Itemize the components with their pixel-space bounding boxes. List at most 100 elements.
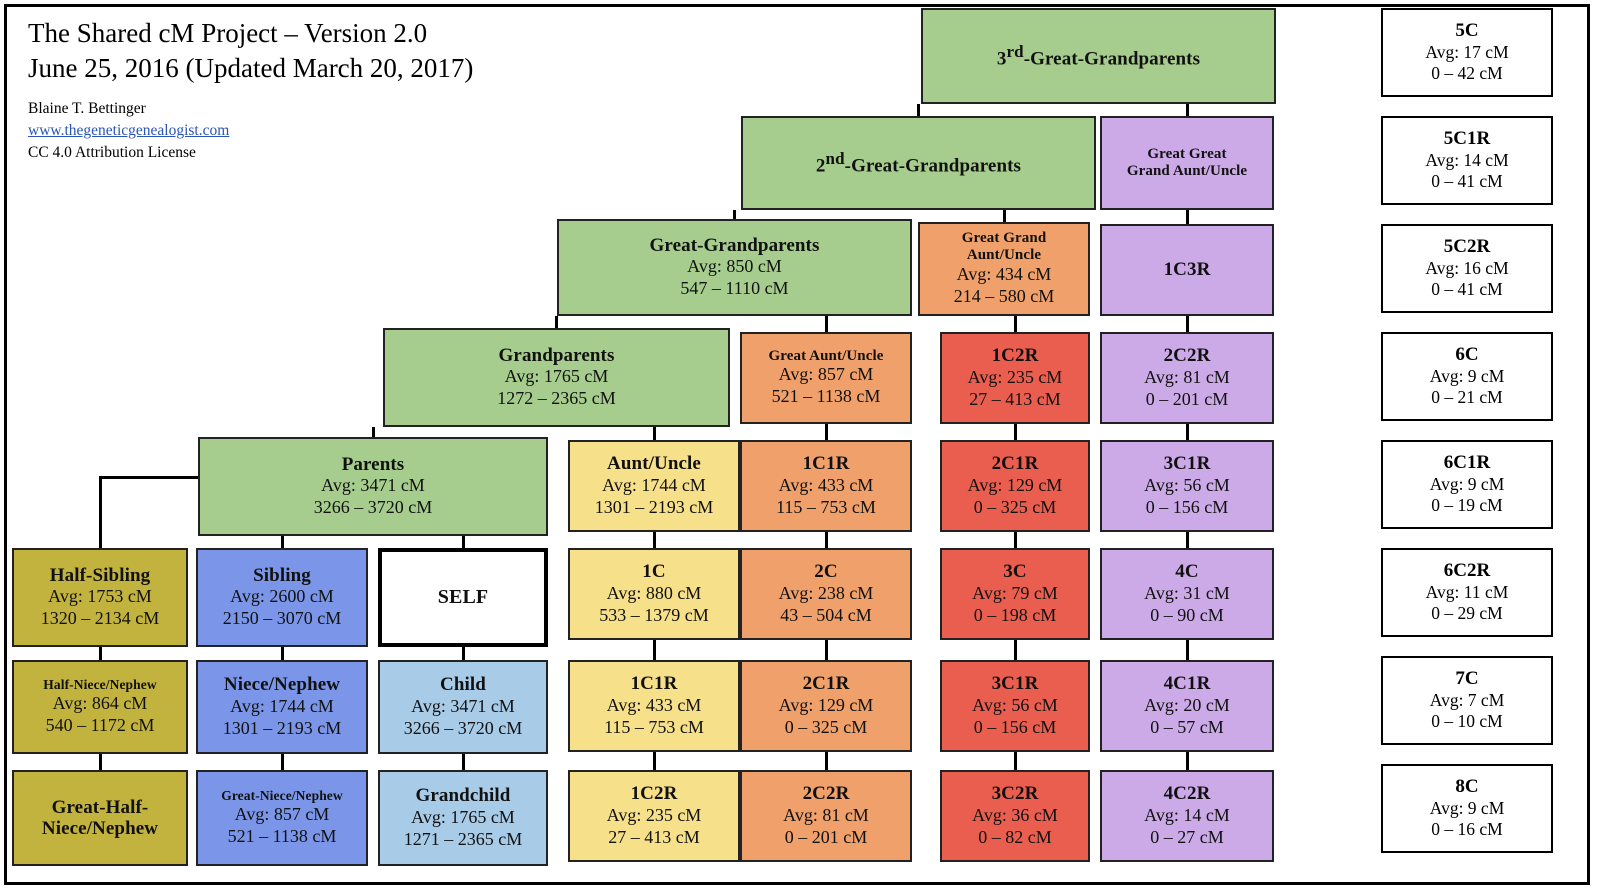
legend-box-6c2r[interactable]: 6C2RAvg: 11 cM0 – 29 cM [1381, 548, 1553, 637]
relationship-label: 2C1R [803, 673, 850, 694]
relationship-box-greathalfniece[interactable]: Great-Half-Niece/Nephew [12, 770, 188, 866]
relationship-box-2c2r_bot[interactable]: 2C2RAvg: 81 cM0 – 201 cM [740, 770, 912, 862]
relationship-label: 2C2R [803, 783, 850, 804]
relationship-box-halfsib[interactable]: Half-SiblingAvg: 1753 cM1320 – 2134 cM [12, 548, 188, 647]
relationship-box-1c[interactable]: 1CAvg: 880 cM533 – 1379 cM [568, 548, 740, 640]
relationship-box-niece[interactable]: Niece/NephewAvg: 1744 cM1301 – 2193 cM [196, 660, 368, 754]
relationship-range: 0 – 156 cM [974, 717, 1057, 739]
relationship-average: Avg: 857 cM [235, 804, 330, 826]
relationship-label: Half-Sibling [50, 565, 150, 586]
legend-box-6c[interactable]: 6CAvg: 9 cM0 – 21 cM [1381, 332, 1553, 421]
connector-3c-to-3c1r_bot [1014, 640, 1017, 660]
relationship-box-ggau2[interactable]: Great GreatGrand Aunt/Uncle [1100, 116, 1274, 210]
relationship-range: 521 – 1138 cM [772, 386, 881, 408]
relationship-box-ggau[interactable]: Great GrandAunt/UncleAvg: 434 cM214 – 58… [918, 222, 1090, 316]
relationship-label: 3C1R [992, 673, 1039, 694]
legend-range: 0 – 29 cM [1431, 603, 1502, 625]
relationship-box-ggg3[interactable]: 3rd-Great-Grandparents [921, 8, 1276, 104]
legend-label: 6C1R [1444, 452, 1490, 474]
legend-range: 0 – 19 cM [1431, 495, 1502, 517]
legend-range: 0 – 10 cM [1431, 711, 1502, 733]
legend-box-5c2r[interactable]: 5C2RAvg: 16 cM0 – 41 cM [1381, 224, 1553, 313]
connector-2c2r_top-to-3c1r_top [1186, 424, 1189, 440]
connector-4c-to-4c1r [1186, 640, 1189, 660]
relationship-average: Avg: 79 cM [972, 583, 1058, 605]
relationship-box-gp[interactable]: GrandparentsAvg: 1765 cM1272 – 2365 cM [383, 328, 730, 427]
relationship-average: Avg: 3471 cM [321, 475, 425, 497]
relationship-box-ggg2[interactable]: 2nd-Great-Grandparents [741, 116, 1096, 210]
relationship-box-ggp[interactable]: Great-GrandparentsAvg: 850 cM547 – 1110 … [557, 219, 912, 316]
relationship-box-halfniece[interactable]: Half-Niece/NephewAvg: 864 cM540 – 1172 c… [12, 660, 188, 754]
relationship-box-1c2r_top[interactable]: 1C2RAvg: 235 cM27 – 413 cM [940, 332, 1090, 424]
relationship-range: 0 – 201 cM [1146, 389, 1229, 411]
relationship-box-3c[interactable]: 3CAvg: 79 cM0 – 198 cM [940, 548, 1090, 640]
relationship-box-2c[interactable]: 2CAvg: 238 cM43 – 504 cM [740, 548, 912, 640]
connector-self-to-child [462, 647, 465, 660]
relationship-average: Avg: 235 cM [607, 805, 702, 827]
relationship-average: Avg: 1753 cM [48, 586, 152, 608]
relationship-box-1c2r_bot[interactable]: 1C2RAvg: 235 cM27 – 413 cM [568, 770, 740, 862]
relationship-box-4c1r[interactable]: 4C1RAvg: 20 cM0 – 57 cM [1100, 660, 1274, 752]
legend-range: 0 – 21 cM [1431, 387, 1502, 409]
connector-parents-to-self [462, 536, 465, 548]
relationship-label: 4C1R [1164, 673, 1211, 694]
relationship-box-3c2r[interactable]: 3C2RAvg: 36 cM0 – 82 cM [940, 770, 1090, 862]
relationship-label: SELF [438, 586, 488, 608]
legend-box-7c[interactable]: 7CAvg: 7 cM0 – 10 cM [1381, 656, 1553, 745]
relationship-box-grandchild[interactable]: GrandchildAvg: 1765 cM1271 – 2365 cM [378, 770, 548, 866]
relationship-label: 1C3R [1164, 259, 1211, 280]
legend-label: 7C [1455, 668, 1478, 690]
relationship-box-3c1r_top[interactable]: 3C1RAvg: 56 cM0 – 156 cM [1100, 440, 1274, 532]
relationship-range: 0 – 90 cM [1150, 605, 1224, 627]
relationship-box-sibling[interactable]: SiblingAvg: 2600 cM2150 – 3070 cM [196, 548, 368, 647]
license-text: CC 4.0 Attribution License [28, 142, 668, 164]
relationship-box-3c1r_bot[interactable]: 3C1RAvg: 56 cM0 – 156 cM [940, 660, 1090, 752]
relationship-box-1c1r_bot[interactable]: 1C1RAvg: 433 cM115 – 753 cM [568, 660, 740, 752]
relationship-box-1c1r_top[interactable]: 1C1RAvg: 433 cM115 – 753 cM [740, 440, 912, 532]
legend-box-5c1r[interactable]: 5C1RAvg: 14 cM0 – 41 cM [1381, 116, 1553, 205]
relationship-range: 0 – 57 cM [1150, 717, 1224, 739]
page-title-line1: The Shared cM Project – Version 2.0 [28, 16, 668, 51]
legend-box-8c[interactable]: 8CAvg: 9 cM0 – 16 cM [1381, 764, 1553, 853]
relationship-range: 0 – 201 cM [785, 827, 868, 849]
relationship-range: 533 – 1379 cM [599, 605, 709, 627]
relationship-box-parents[interactable]: ParentsAvg: 3471 cM3266 – 3720 cM [198, 437, 548, 536]
legend-average: Avg: 16 cM [1425, 258, 1508, 280]
legend-box-6c1r[interactable]: 6C1RAvg: 9 cM0 – 19 cM [1381, 440, 1553, 529]
connector-ggg2-to-ggp [733, 210, 736, 219]
credit-block: Blaine T. Bettinger www.thegeneticgeneal… [28, 98, 668, 164]
relationship-range: 1272 – 2365 cM [497, 388, 616, 410]
relationship-box-4c[interactable]: 4CAvg: 31 cM0 – 90 cM [1100, 548, 1274, 640]
relationship-label: Grandparents [499, 345, 615, 366]
legend-range: 0 – 16 cM [1431, 819, 1502, 841]
relationship-box-2c1r_top[interactable]: 2C1RAvg: 129 cM0 – 325 cM [940, 440, 1090, 532]
relationship-box-greatniece[interactable]: Great-Niece/NephewAvg: 857 cM521 – 1138 … [196, 770, 368, 866]
legend-average: Avg: 17 cM [1425, 42, 1508, 64]
relationship-box-2c2r_top[interactable]: 2C2RAvg: 81 cM0 – 201 cM [1100, 332, 1274, 424]
legend-box-5c[interactable]: 5CAvg: 17 cM0 – 42 cM [1381, 8, 1553, 97]
relationship-box-2c1r_bot[interactable]: 2C1RAvg: 129 cM0 – 325 cM [740, 660, 912, 752]
relationship-label: Great-Half-Niece/Nephew [42, 797, 158, 840]
relationship-box-gau[interactable]: Great Aunt/UncleAvg: 857 cM521 – 1138 cM [740, 332, 912, 424]
connector-1c1r_top-to-2c [825, 532, 828, 548]
relationship-average: Avg: 81 cM [783, 805, 869, 827]
relationship-box-1c3r[interactable]: 1C3R [1100, 224, 1274, 316]
relationship-label: 1C [642, 561, 665, 582]
relationship-range: 115 – 753 cM [776, 497, 876, 519]
relationship-average: Avg: 433 cM [779, 475, 874, 497]
legend-range: 0 – 41 cM [1431, 279, 1502, 301]
relationship-label: Parents [342, 454, 405, 475]
relationship-box-auntuncle[interactable]: Aunt/UncleAvg: 1744 cM1301 – 2193 cM [568, 440, 740, 532]
connector-3c1r_bot-to-3c2r [1014, 752, 1017, 770]
relationship-box-self[interactable]: SELF [378, 548, 548, 647]
legend-label: 5C1R [1444, 128, 1490, 150]
relationship-average: Avg: 235 cM [968, 367, 1063, 389]
relationship-average: Avg: 56 cM [972, 695, 1058, 717]
connector-2c1r_top-to-3c [1014, 532, 1017, 548]
website-link[interactable]: www.thegeneticgenealogist.com [28, 122, 229, 139]
connector-auntuncle-to-1c [653, 532, 656, 548]
relationship-average: Avg: 81 cM [1144, 367, 1230, 389]
legend-average: Avg: 9 cM [1430, 366, 1505, 388]
relationship-box-4c2r[interactable]: 4C2RAvg: 14 cM0 – 27 cM [1100, 770, 1274, 862]
relationship-box-child[interactable]: ChildAvg: 3471 cM3266 – 3720 cM [378, 660, 548, 754]
